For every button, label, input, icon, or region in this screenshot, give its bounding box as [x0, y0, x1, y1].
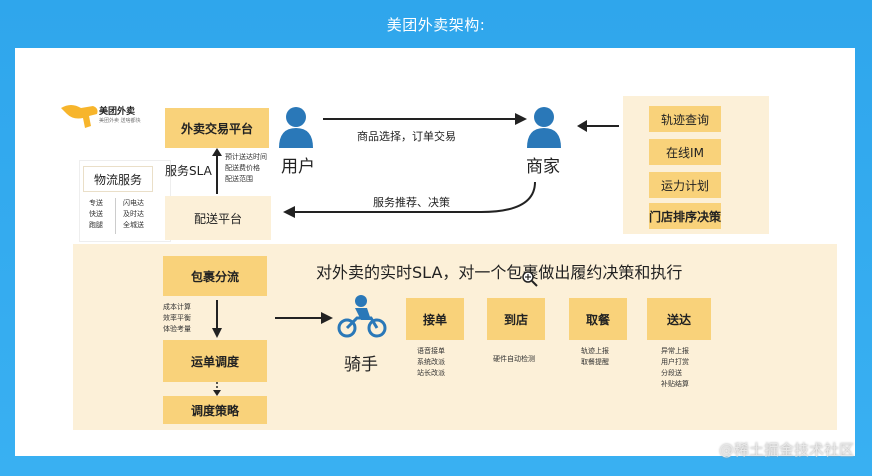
step-detail: 系统改派: [417, 358, 445, 366]
step-detail: 轨迹上报: [581, 347, 609, 355]
sla-detail: 预计送达时间: [225, 153, 267, 161]
rider-label: 骑手: [344, 355, 378, 375]
merchant-person-icon: [527, 107, 561, 148]
logistics-item: 快送: [89, 210, 103, 218]
right-arrow-icon: [323, 113, 527, 125]
sla-detail: 配送范围: [225, 175, 253, 183]
tool-trajectory-query: 轨迹查询: [649, 106, 721, 132]
step-pickup-details: 轨迹上报 取餐提醒: [581, 346, 609, 368]
logo-name: 美团外卖: [99, 107, 136, 117]
step-accept-order: 接单: [406, 298, 464, 340]
kangaroo-logo-icon: [61, 105, 98, 128]
sla-label: 服务SLA: [165, 164, 212, 178]
step-deliver-details: 异常上报 用户打赏 分段送 补贴结算: [661, 346, 689, 390]
step-detail: 分段送: [661, 369, 682, 377]
architecture-diagram: 美团外卖 美团外卖 送啥都快 物流服务 专送 快送 跑腿 闪电达 及时达 全城送…: [15, 48, 855, 456]
rider-motorcycle-icon: [337, 295, 387, 338]
logistics-item: 专送: [89, 199, 103, 207]
logistics-item: 跑腿: [89, 221, 103, 229]
zoom-cursor-icon: [522, 271, 538, 287]
logistics-divider: [115, 198, 116, 234]
fulfillment-headline: 对外卖的实时SLA，对一个包裹做出履约决策和执行: [316, 263, 683, 282]
step-detail: 异常上报: [661, 347, 689, 355]
delivery-platform-label: 配送平台: [193, 211, 242, 226]
logistics-item: 全城送: [123, 221, 144, 229]
step-deliver: 送达: [647, 298, 711, 340]
step-detail: 站长改派: [417, 369, 445, 377]
split-detail: 成本计算: [163, 303, 191, 311]
tool-capacity-plan: 运力计划: [649, 172, 721, 198]
step-accept-details: 语音接单 系统改派 站长改派: [417, 346, 445, 379]
delivery-platform-panel: [165, 196, 271, 240]
dispatch-strategy-box: 调度策略: [163, 396, 267, 424]
down-arrow-icon: [212, 300, 222, 338]
dotted-down-arrow-icon: [213, 382, 221, 396]
tool-store-ranking: 门店排序决策: [649, 203, 721, 229]
step-detail: 用户打赏: [661, 358, 689, 366]
step-pickup: 取餐: [569, 298, 627, 340]
top-arrow-label: 商品选择，订单交易: [357, 130, 456, 143]
bottom-arrow-label: 服务推荐、决策: [373, 196, 450, 209]
user-label: 用户: [281, 157, 315, 177]
split-detail: 体验考量: [163, 325, 191, 333]
logistics-item: 闪电达: [123, 199, 144, 207]
logo-tagline: 美团外卖 送啥都快: [99, 118, 141, 124]
trade-platform-box: 外卖交易平台: [165, 108, 269, 148]
split-detail: 效率平衡: [163, 314, 191, 322]
step-detail: 补贴结算: [661, 380, 689, 388]
split-details: 成本计算 效率平衡 体验考量: [163, 302, 191, 335]
merchant-label: 商家: [526, 157, 560, 177]
step-arrive-details: 硬件自动检测: [493, 354, 535, 365]
logistics-right-list: 闪电达 及时达 全城送: [123, 198, 144, 231]
package-split-box: 包裹分流: [163, 256, 267, 296]
tool-online-im: 在线IM: [649, 139, 721, 165]
watermark: @稀土掘金技术社区: [718, 441, 854, 459]
page-title: 美团外卖架构:: [386, 16, 486, 34]
step-arrive-store: 到店: [487, 298, 545, 340]
step-detail: 语音接单: [417, 347, 445, 355]
logistics-title: 物流服务: [83, 166, 153, 192]
waybill-dispatch-box: 运单调度: [163, 340, 267, 382]
logistics-item: 及时达: [123, 210, 144, 218]
up-arrow-icon: [212, 148, 222, 194]
left-arrow-icon: [577, 120, 619, 132]
sla-detail: 配送费价格: [225, 164, 260, 172]
sla-details: 预计送达时间 配送费价格 配送范围: [225, 152, 267, 185]
step-detail: 硬件自动检测: [493, 355, 535, 363]
user-person-icon: [279, 107, 313, 148]
logistics-left-list: 专送 快送 跑腿: [89, 198, 103, 231]
step-detail: 取餐提醒: [581, 358, 609, 366]
curved-left-arrow-icon: [283, 182, 536, 218]
rider-arrow-icon: [275, 312, 333, 324]
